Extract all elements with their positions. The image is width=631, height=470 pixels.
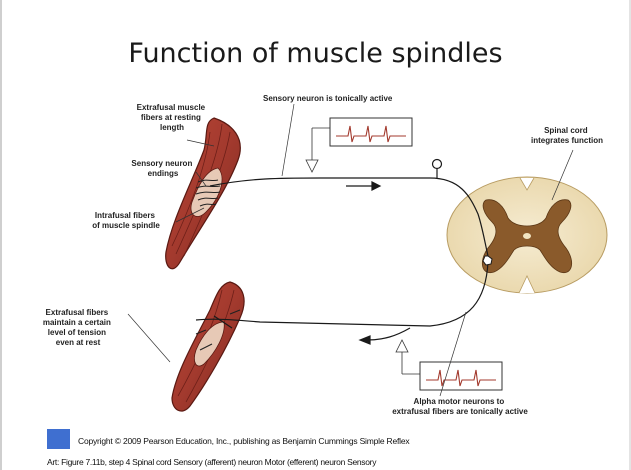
sensory-neuron-path: [210, 160, 488, 257]
label-alpha-motor-neurons: Alpha motor neurons to extrafusal fibers…: [392, 397, 528, 416]
label-extrafusal-tension: Extrafusal fibers maintain a certain lev…: [43, 308, 113, 347]
label-sensory-endings: Sensory neuron endings: [131, 159, 194, 178]
bottom-muscle: [172, 282, 244, 411]
spinal-cord: [447, 177, 607, 293]
figure-caption-line: Art: Figure 7.11b, step 4 Spinal cord Se…: [47, 457, 376, 467]
top-muscle: [166, 118, 241, 269]
sensory-activity-trace: [306, 118, 412, 172]
sensory-direction-arrow: [346, 182, 380, 190]
label-spinal-cord: Spinal cord integrates function: [531, 126, 603, 145]
label-extrafusal-resting: Extrafusal muscle fibers at resting leng…: [137, 103, 208, 132]
footer-blue-square: [47, 429, 70, 449]
label-sensory-tonically-active: Sensory neuron is tonically active: [263, 94, 393, 103]
label-intrafusal-fibers: Intrafusal fibers of muscle spindle: [92, 211, 160, 230]
motor-activity-trace: [396, 340, 502, 390]
copyright-line: Copyright © 2009 Pearson Education, Inc.…: [78, 436, 409, 446]
